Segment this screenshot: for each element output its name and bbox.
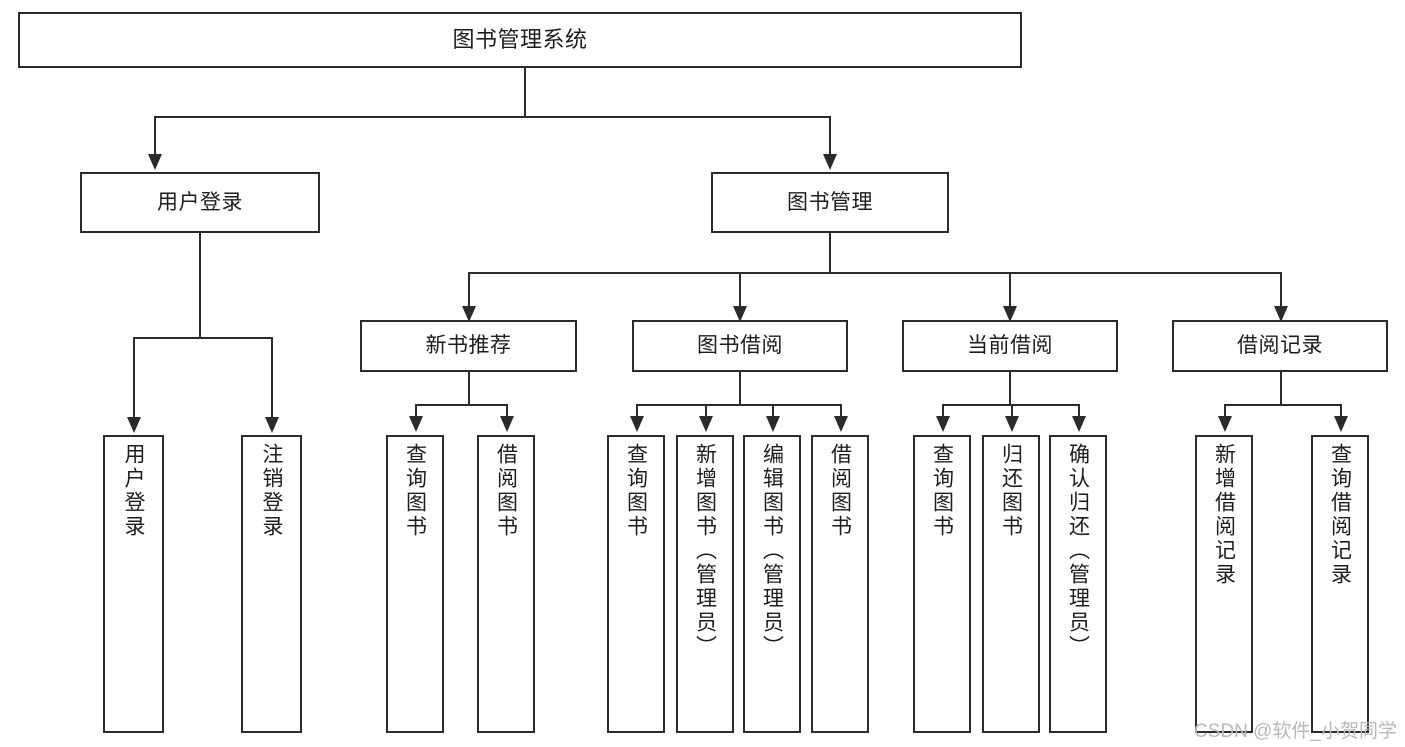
node-borrow-record-label: 借阅记录 bbox=[1237, 334, 1323, 358]
connector-root-to-user-login bbox=[154, 116, 156, 156]
arrow-head-icon bbox=[699, 416, 713, 432]
arrow-head-icon bbox=[265, 417, 279, 433]
connector-book-borrow-trunk bbox=[739, 372, 741, 404]
connector-new-book-trunk bbox=[468, 372, 470, 404]
arrow-head-icon bbox=[409, 416, 423, 432]
leaf-label: 确认归还（管理员） bbox=[1066, 443, 1090, 659]
connector-root-trunk bbox=[524, 68, 526, 116]
connector-borrow-record-bus bbox=[1224, 404, 1341, 406]
connector-book-borrow-bus bbox=[636, 404, 841, 406]
node-root-system[interactable]: 图书管理系统 bbox=[18, 12, 1022, 68]
connector-borrow-record-to-leaf-1 bbox=[1224, 404, 1226, 418]
connector-book-manage-bus bbox=[468, 272, 1280, 274]
leaf-label: 查询借阅记录 bbox=[1328, 443, 1352, 587]
connector-book-manage-to-current-borrow bbox=[1009, 272, 1011, 308]
connector-book-borrow-to-leaf-1 bbox=[636, 404, 638, 418]
arrow-head-icon bbox=[834, 416, 848, 432]
leaf-book-borrow-add-book-admin[interactable]: 新增图书（管理员） bbox=[676, 435, 734, 733]
watermark-text: CSDN @软件_小贺同学 bbox=[1194, 721, 1397, 742]
leaf-borrow-record-add-record[interactable]: 新增借阅记录 bbox=[1195, 435, 1253, 733]
leaf-label: 注销登录 bbox=[260, 443, 283, 539]
node-user-login[interactable]: 用户登录 bbox=[80, 172, 320, 233]
connector-book-manage-to-new-book bbox=[468, 272, 470, 308]
arrow-head-icon bbox=[766, 416, 780, 432]
leaf-label: 查询图书 bbox=[930, 443, 954, 539]
connector-current-borrow-to-leaf-2 bbox=[1011, 404, 1013, 418]
node-book-borrow-label: 图书借阅 bbox=[697, 334, 783, 358]
arrow-head-icon bbox=[1072, 416, 1086, 432]
arrow-head-icon bbox=[1334, 416, 1348, 432]
leaf-user-login-logout[interactable]: 注销登录 bbox=[241, 435, 302, 733]
connector-book-borrow-to-leaf-3 bbox=[772, 404, 774, 418]
leaf-label: 新增借阅记录 bbox=[1212, 443, 1236, 587]
node-new-book-recommend[interactable]: 新书推荐 bbox=[360, 320, 577, 372]
connector-current-borrow-bus bbox=[942, 404, 1079, 406]
connector-book-manage-to-book-borrow bbox=[739, 272, 741, 308]
connector-book-borrow-to-leaf-2 bbox=[705, 404, 707, 418]
node-book-manage[interactable]: 图书管理 bbox=[711, 172, 949, 233]
arrow-head-icon bbox=[1274, 306, 1288, 322]
arrow-head-icon bbox=[936, 416, 950, 432]
connector-new-book-bus bbox=[415, 404, 507, 406]
leaf-user-login-login[interactable]: 用户登录 bbox=[103, 435, 164, 733]
leaf-book-borrow-query-book[interactable]: 查询图书 bbox=[607, 435, 665, 733]
arrow-head-icon bbox=[462, 306, 476, 322]
connector-user-login-trunk bbox=[199, 233, 201, 337]
connector-root-bus bbox=[154, 116, 831, 118]
node-book-manage-label: 图书管理 bbox=[787, 190, 873, 214]
node-new-book-recommend-label: 新书推荐 bbox=[425, 334, 512, 358]
node-borrow-record[interactable]: 借阅记录 bbox=[1172, 320, 1388, 372]
leaf-book-borrow-edit-book-admin[interactable]: 编辑图书（管理员） bbox=[743, 435, 801, 733]
connector-current-borrow-trunk bbox=[1009, 372, 1011, 404]
leaf-book-borrow-borrow-book[interactable]: 借阅图书 bbox=[811, 435, 869, 733]
arrow-head-icon bbox=[733, 306, 747, 322]
connector-borrow-record-to-leaf-2 bbox=[1340, 404, 1342, 418]
connector-book-manage-to-borrow-record bbox=[1280, 272, 1282, 308]
leaf-label: 查询图书 bbox=[403, 443, 427, 539]
leaf-new-book-borrow-book[interactable]: 借阅图书 bbox=[477, 435, 535, 733]
leaf-current-borrow-confirm-return-admin[interactable]: 确认归还（管理员） bbox=[1049, 435, 1107, 733]
leaf-label: 借阅图书 bbox=[828, 443, 852, 539]
node-book-borrow[interactable]: 图书借阅 bbox=[632, 320, 848, 372]
connector-current-borrow-to-leaf-3 bbox=[1078, 404, 1080, 418]
connector-user-login-to-leaf-1 bbox=[133, 337, 135, 419]
arrow-head-icon bbox=[823, 154, 837, 170]
arrow-head-icon bbox=[1003, 306, 1017, 322]
leaf-label: 查询图书 bbox=[624, 443, 648, 539]
arrow-head-icon bbox=[630, 416, 644, 432]
connector-book-borrow-to-leaf-4 bbox=[840, 404, 842, 418]
arrow-head-icon bbox=[1218, 416, 1232, 432]
connector-user-login-to-leaf-2 bbox=[271, 337, 273, 419]
arrow-head-icon bbox=[148, 154, 162, 170]
connector-book-manage-trunk bbox=[829, 233, 831, 272]
arrow-head-icon bbox=[500, 416, 514, 432]
connector-new-book-to-leaf-2 bbox=[506, 404, 508, 418]
connector-root-to-book-manage bbox=[829, 116, 831, 156]
arrow-head-icon bbox=[127, 417, 141, 433]
leaf-borrow-record-query-record[interactable]: 查询借阅记录 bbox=[1311, 435, 1369, 733]
node-current-borrow[interactable]: 当前借阅 bbox=[902, 320, 1118, 372]
arrow-head-icon bbox=[1005, 416, 1019, 432]
node-root-label: 图书管理系统 bbox=[452, 26, 588, 52]
leaf-label: 用户登录 bbox=[122, 443, 145, 539]
leaf-current-borrow-query-book[interactable]: 查询图书 bbox=[913, 435, 971, 733]
leaf-label: 归还图书 bbox=[999, 443, 1023, 539]
leaf-new-book-query-book[interactable]: 查询图书 bbox=[386, 435, 444, 733]
leaf-label: 借阅图书 bbox=[494, 443, 518, 539]
connector-current-borrow-to-leaf-1 bbox=[942, 404, 944, 418]
leaf-current-borrow-return-book[interactable]: 归还图书 bbox=[982, 435, 1040, 733]
node-user-login-label: 用户登录 bbox=[157, 190, 243, 214]
leaf-label: 新增图书（管理员） bbox=[693, 443, 717, 659]
leaf-label: 编辑图书（管理员） bbox=[760, 443, 784, 659]
connector-user-login-bus bbox=[133, 337, 273, 339]
node-current-borrow-label: 当前借阅 bbox=[967, 334, 1053, 358]
connector-borrow-record-trunk bbox=[1280, 372, 1282, 404]
connector-new-book-to-leaf-1 bbox=[415, 404, 417, 418]
